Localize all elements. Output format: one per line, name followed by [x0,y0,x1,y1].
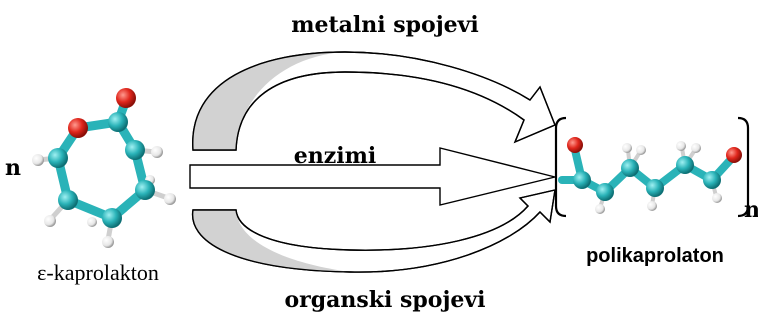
carbon-atom [703,171,721,189]
hydrogen-atom [622,143,632,153]
label-n-left: n [5,155,21,181]
label-enzymes: enzimi [294,143,376,169]
carbon-atom [135,180,155,200]
oxygen-atom [116,88,136,108]
hydrogen-atom [32,154,44,166]
oxygen-atom [726,147,742,163]
label-monomer: ε-kaprolakton [37,260,159,285]
middle-straight-arrow [189,147,556,206]
label-polymer: polikaprolaton [586,245,724,267]
hydrogen-atom [151,146,163,158]
carbon-atom [646,179,664,197]
hydrogen-atom [647,201,657,211]
carbon-atom [676,156,694,174]
caprolactone-molecule [32,88,176,248]
carbon-atom [48,148,68,168]
polycaprolactone-molecule [554,116,750,218]
right-bracket [737,116,750,218]
hydrogen-atom [164,193,176,205]
left-bracket [554,116,567,218]
hydrogen-atom [636,145,646,155]
carbon-atom [108,112,128,132]
top-curved-arrow [192,51,556,151]
bottom-curved-arrow [191,189,556,273]
hydrogen-atom [691,143,701,153]
hydrogen-atom [87,217,97,227]
carbon-atom [102,208,122,228]
hydrogen-atom [102,236,114,248]
label-n-right: n [744,197,758,223]
carbon-atom [125,140,145,160]
hydrogen-atom [595,204,605,214]
carbon-atom [596,183,614,201]
label-metal-compounds: metalni spojevi [291,12,479,38]
carbon-atom [573,171,591,189]
oxygen-atom [68,118,88,138]
carbon-atom [58,190,78,210]
hydrogen-atom [44,215,56,227]
label-organic-compounds: organski spojevi [284,287,485,313]
hydrogen-atom [676,141,686,151]
hydrogen-atom [712,193,722,203]
carbon-atom [621,159,639,177]
oxygen-atom [567,137,583,153]
